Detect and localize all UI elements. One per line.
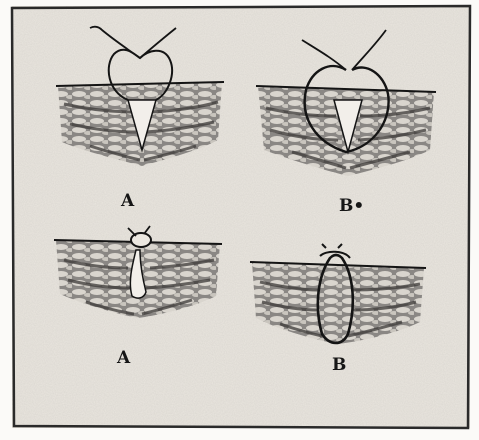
paper-grain	[12, 6, 470, 428]
panel-label-top-right: B•	[339, 196, 364, 216]
panel-label-top-left: A	[120, 191, 135, 211]
panel-label-bottom-left: A	[116, 348, 131, 368]
panel-label-bottom-right: B	[332, 355, 346, 375]
